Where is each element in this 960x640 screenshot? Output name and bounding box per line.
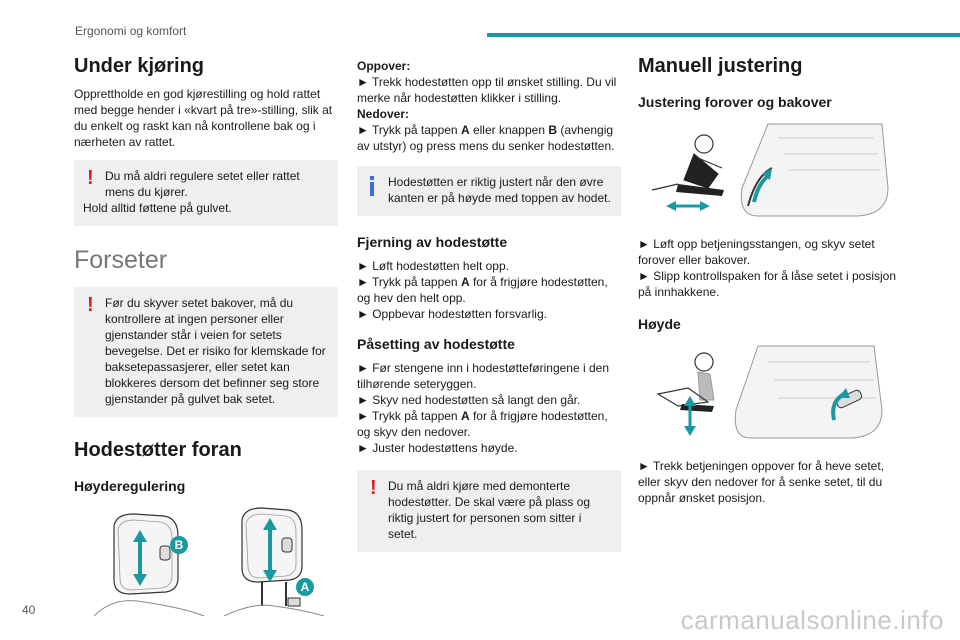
oppover-text: ► Trekk hodestøtten opp til ønsket still… <box>357 75 617 105</box>
section-title-hodestotter: Hodestøtter foran <box>74 439 242 461</box>
section-title-forseter: Forseter <box>74 246 168 274</box>
column-3: Manuell justering Justering forover og b… <box>638 55 902 506</box>
warning-icon: ! <box>370 477 377 499</box>
nedover-pre: ► Trykk på tappen <box>357 123 461 137</box>
seat-slide-figure <box>651 123 889 217</box>
subsection-hoyde: Høyde <box>638 316 681 332</box>
seat-slide-illustration <box>638 118 902 222</box>
watermark: carmanualsonline.info <box>680 605 944 635</box>
pasetting-3-a: A <box>460 409 470 423</box>
warning-box-3: ! Du må aldri kjøre med demonterte hodes… <box>357 470 621 552</box>
header-title: Ergonomi og komfort <box>75 24 187 38</box>
warning-3-text: Du må aldri kjøre med demonterte hodestø… <box>388 479 591 541</box>
seat-height-illustration <box>638 340 902 444</box>
info-icon <box>368 176 376 196</box>
subsection-hoyderegulering: Høyderegulering <box>74 478 186 494</box>
under-kjoring-text: Opprettholde en god kjørestilling og hol… <box>74 87 333 149</box>
pasetting-step-2: ► Skyv ned hodestøtten så langt den går. <box>357 393 581 407</box>
seat-height-figure <box>656 345 883 439</box>
nedover-b: B <box>548 123 558 137</box>
hoyde-step-1: ► Trekk betjeningen oppover for å heve s… <box>638 459 885 505</box>
forover-step-1: ► Løft opp betjeningsstangen, og skyv se… <box>638 237 875 267</box>
section-title-under-kjoring: Under kjøring <box>74 55 205 77</box>
forover-step-2: ► Slipp kontrollspaken for å låse setet … <box>638 269 897 299</box>
pasetting-3-pre: ► Trykk på tappen <box>357 409 461 423</box>
column-2: Oppover: ► Trekk hodestøtten opp til øns… <box>357 58 621 562</box>
subsection-fjerning: Fjerning av hodestøtte <box>357 234 508 250</box>
pasetting-step-3: ► Trykk på tappen A for å frigjøre hodes… <box>357 408 621 440</box>
nedover-label: Nedover: <box>357 107 410 121</box>
nedover-a: A <box>460 123 470 137</box>
headrest-figure <box>93 507 325 617</box>
nedover-post: (avhengig av utstyr) og press mens du se… <box>357 123 615 153</box>
fjerning-step-3: ► Oppbevar hodestøtten forsvarlig. <box>357 307 547 321</box>
warning-1-line-2: Hold alltid føttene på gulvet. <box>83 201 232 215</box>
page-number: 40 <box>22 603 36 617</box>
pasetting-3-post: for å frigjøre hodestøtten, og skyv den … <box>357 409 608 439</box>
warning-box-2: ! Før du skyver setet bakover, må du kon… <box>74 287 338 417</box>
nedover-text: ► Trykk på tappen A eller knappen B (avh… <box>357 122 621 154</box>
section-title-manuell: Manuell justering <box>638 55 803 77</box>
subsection-pasetting: Påsetting av hodestøtte <box>357 336 515 352</box>
header-accent-bar <box>487 33 960 37</box>
warning-2-text: Før du skyver setet bakover, må du kontr… <box>105 296 326 406</box>
pasetting-step-4: ► Juster hodestøttens høyde. <box>357 441 518 455</box>
subsection-forover: Justering forover og bakover <box>638 94 832 110</box>
warning-icon: ! <box>87 167 94 189</box>
info-box: Hodestøtten er riktig justert når den øv… <box>357 166 621 216</box>
pasetting-step-1: ► Før stengene inn i hodestøtteføringene… <box>357 361 610 391</box>
oppover-label: Oppover: <box>357 59 411 73</box>
nedover-mid: eller knappen <box>469 123 549 137</box>
fjerning-2-pre: ► Trykk på tappen <box>357 275 461 289</box>
fjerning-step-1: ► Løft hodestøtten helt opp. <box>357 259 509 273</box>
fjerning-2-post: for å frigjøre hodestøtten, og hev den h… <box>357 275 608 305</box>
column-1: Under kjøring Opprettholde en god kjøres… <box>74 55 338 617</box>
callout-b: B <box>170 536 188 554</box>
warning-1-line-1: Du må aldri regulere setet eller rattet … <box>105 169 300 199</box>
headrest-illustration: B A <box>74 506 338 617</box>
info-text: Hodestøtten er riktig justert når den øv… <box>388 175 611 205</box>
warning-icon: ! <box>87 294 94 316</box>
fjerning-step-2: ► Trykk på tappen A for å frigjøre hodes… <box>357 274 621 306</box>
fjerning-2-a: A <box>460 275 470 289</box>
warning-box-1: ! Du må aldri regulere setet eller ratte… <box>74 160 338 226</box>
callout-a: A <box>296 578 314 596</box>
